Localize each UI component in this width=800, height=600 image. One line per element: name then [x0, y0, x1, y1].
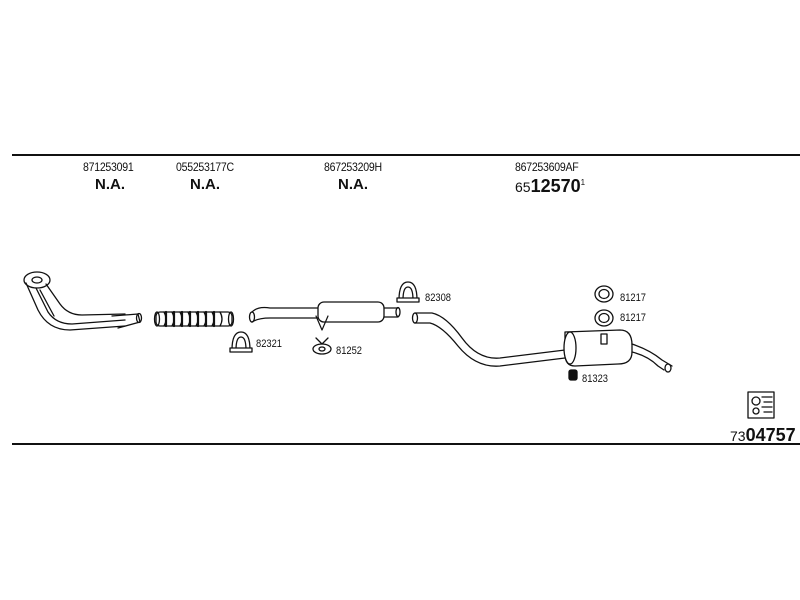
- ref-label: 81217: [620, 292, 647, 304]
- seal-ring-icon: [594, 285, 614, 303]
- price-main: 12570: [530, 176, 581, 196]
- ref-label: 81323: [582, 373, 609, 385]
- clamp-icon: [396, 281, 420, 303]
- part-price: 65125701: [515, 176, 585, 197]
- ref-label: 81252: [336, 345, 363, 357]
- part-price: N.A.: [190, 176, 220, 193]
- rear-pipe-icon: [411, 312, 566, 367]
- catalog-logo-icon: [747, 391, 775, 419]
- ref-label: 82308: [425, 292, 452, 304]
- flex-pipe-icon: [153, 310, 235, 328]
- seal-ring-icon: [594, 309, 614, 327]
- front-pipe-icon: [23, 271, 143, 331]
- part-number: 867253609AF: [515, 160, 579, 174]
- part-number: 871253091: [83, 160, 134, 174]
- rear-box-icon: [563, 329, 673, 373]
- ref-label: 81217: [620, 312, 647, 324]
- catalog-code: 7304757: [730, 425, 796, 446]
- price-prefix: 65: [515, 179, 531, 195]
- ref-label: 82321: [256, 338, 283, 350]
- bottom-rule: [12, 443, 800, 445]
- part-number: 867253209H: [324, 160, 382, 174]
- top-rule: [12, 154, 800, 156]
- code-main: 04757: [745, 425, 796, 445]
- centre-silencer-icon: [248, 301, 401, 331]
- clamp-icon: [229, 331, 253, 353]
- part-number: 055253177C: [176, 160, 234, 174]
- code-prefix: 73: [730, 428, 746, 444]
- price-superscript: 1: [580, 178, 586, 187]
- rubber-bush-icon: [568, 369, 578, 381]
- part-price: N.A.: [95, 176, 125, 193]
- part-price: N.A.: [338, 176, 368, 193]
- rubber-mount-icon: [312, 337, 332, 355]
